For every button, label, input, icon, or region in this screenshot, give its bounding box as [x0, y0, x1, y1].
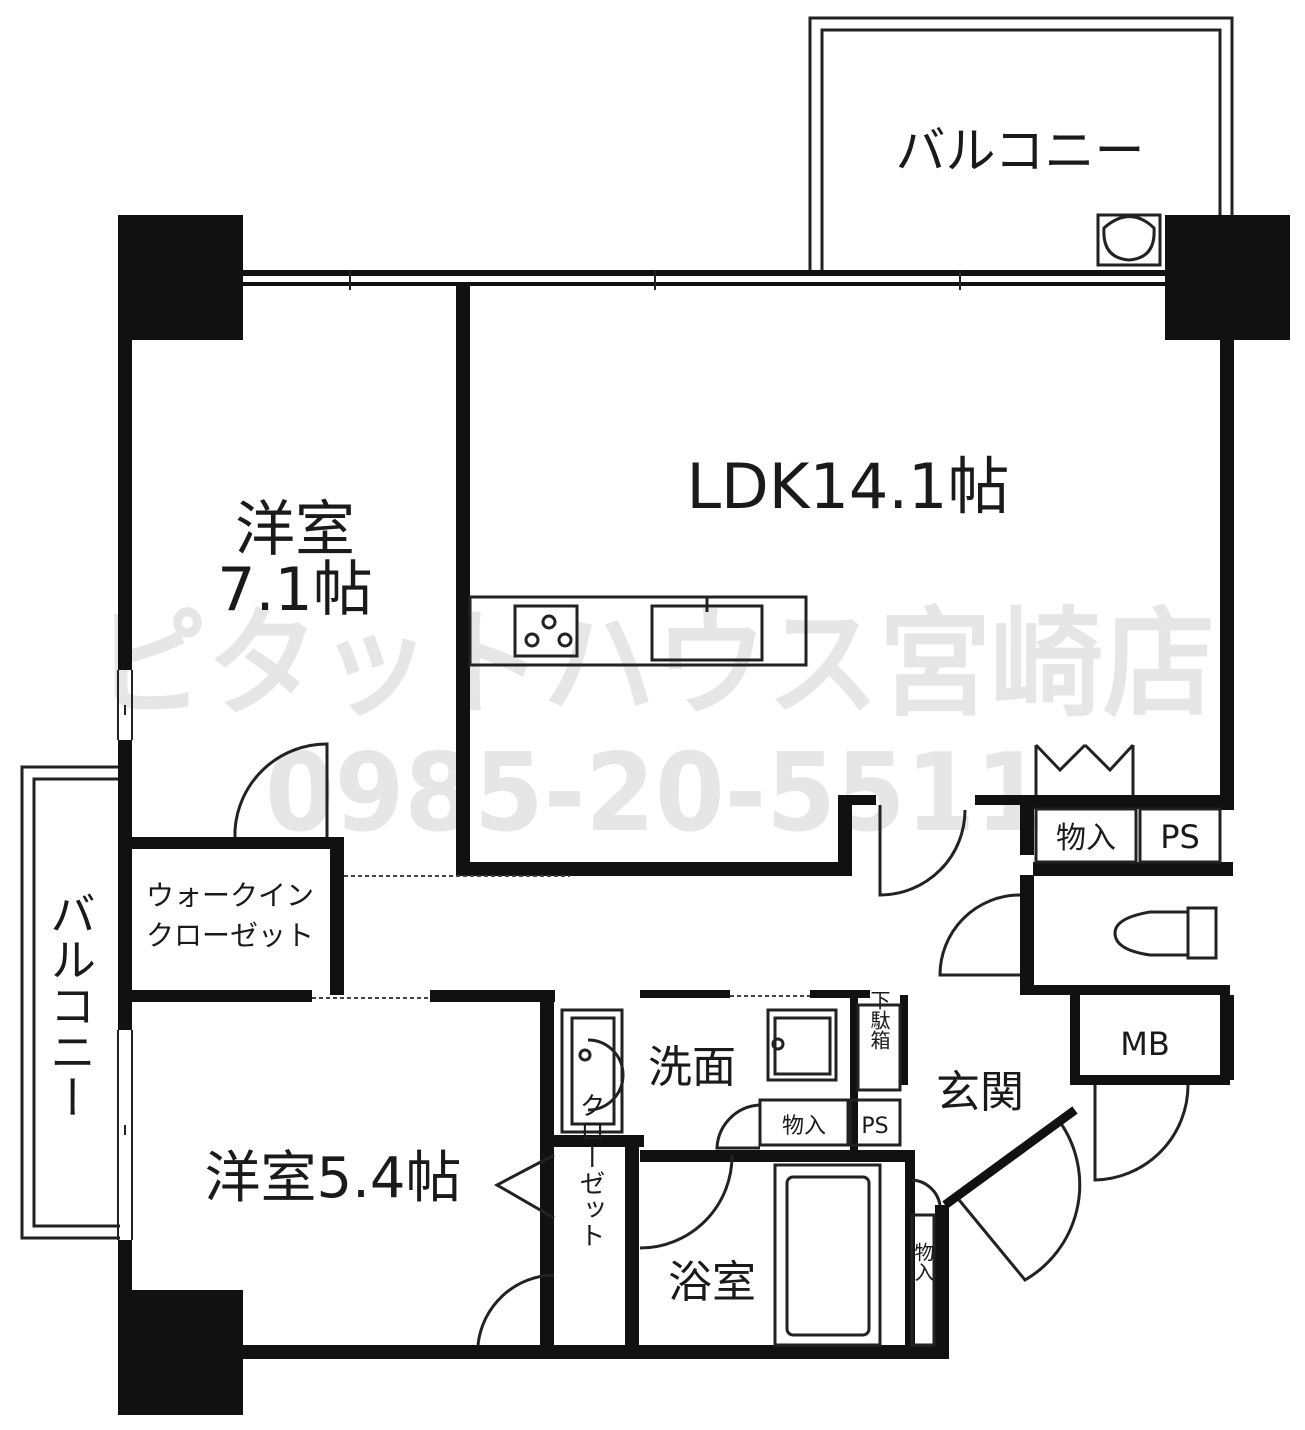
left-windows [117, 670, 133, 1240]
washbasin-icon [766, 1008, 838, 1082]
kitchen-counter [468, 595, 808, 667]
label-mb: MB [1120, 1025, 1170, 1063]
label-closet: クローゼット [575, 1092, 605, 1248]
label-entrance: 玄関 [936, 1067, 1024, 1118]
label-walk-in-closet-1: ウォークイン [146, 879, 314, 912]
exterior-walls [118, 270, 1234, 1359]
interior-walls [132, 286, 1233, 1355]
watermark-phone: 0985-20-5511 [265, 731, 1045, 856]
label-ps-upper: PS [1160, 818, 1200, 856]
sliding-doors [312, 875, 810, 999]
toilet-icon [1113, 906, 1218, 960]
label-ldk: LDK14.1帖 [687, 450, 1010, 523]
label-shoe-box: 下駄箱 [867, 990, 891, 1050]
label-balcony-left: バルコニー [43, 890, 97, 1120]
balcony-top-outline [808, 16, 1234, 275]
structural-columns [118, 215, 1290, 1415]
label-bathroom: 浴室 [668, 1257, 756, 1308]
label-western-room-1-name: 洋室 [235, 495, 355, 565]
entrance-slant-wall [942, 1106, 1078, 1209]
label-washroom: 洗面 [648, 1042, 736, 1093]
label-walk-in-closet-2: クローゼット [146, 919, 314, 952]
stove-burners-icon [524, 614, 573, 648]
label-ps-mid: PS [861, 1114, 888, 1139]
label-western-room-2: 洋室5.4帖 [204, 1146, 461, 1211]
bathtub-icon [773, 1163, 882, 1347]
door-swings [233, 742, 1190, 1346]
label-balcony-top: バルコニー [896, 122, 1145, 180]
window-marks [124, 270, 961, 1135]
label-storage-lower: 物入 [911, 1242, 935, 1282]
label-western-room-1-size: 7.1帖 [217, 555, 372, 625]
washing-machine-icon [560, 1008, 625, 1134]
storage-boxes [758, 807, 1222, 1347]
outdoor-drain-icon [1096, 213, 1162, 267]
balcony-left-outline [20, 765, 120, 1240]
label-storage-mid: 物入 [782, 1114, 826, 1139]
label-storage-upper: 物入 [1056, 821, 1116, 856]
